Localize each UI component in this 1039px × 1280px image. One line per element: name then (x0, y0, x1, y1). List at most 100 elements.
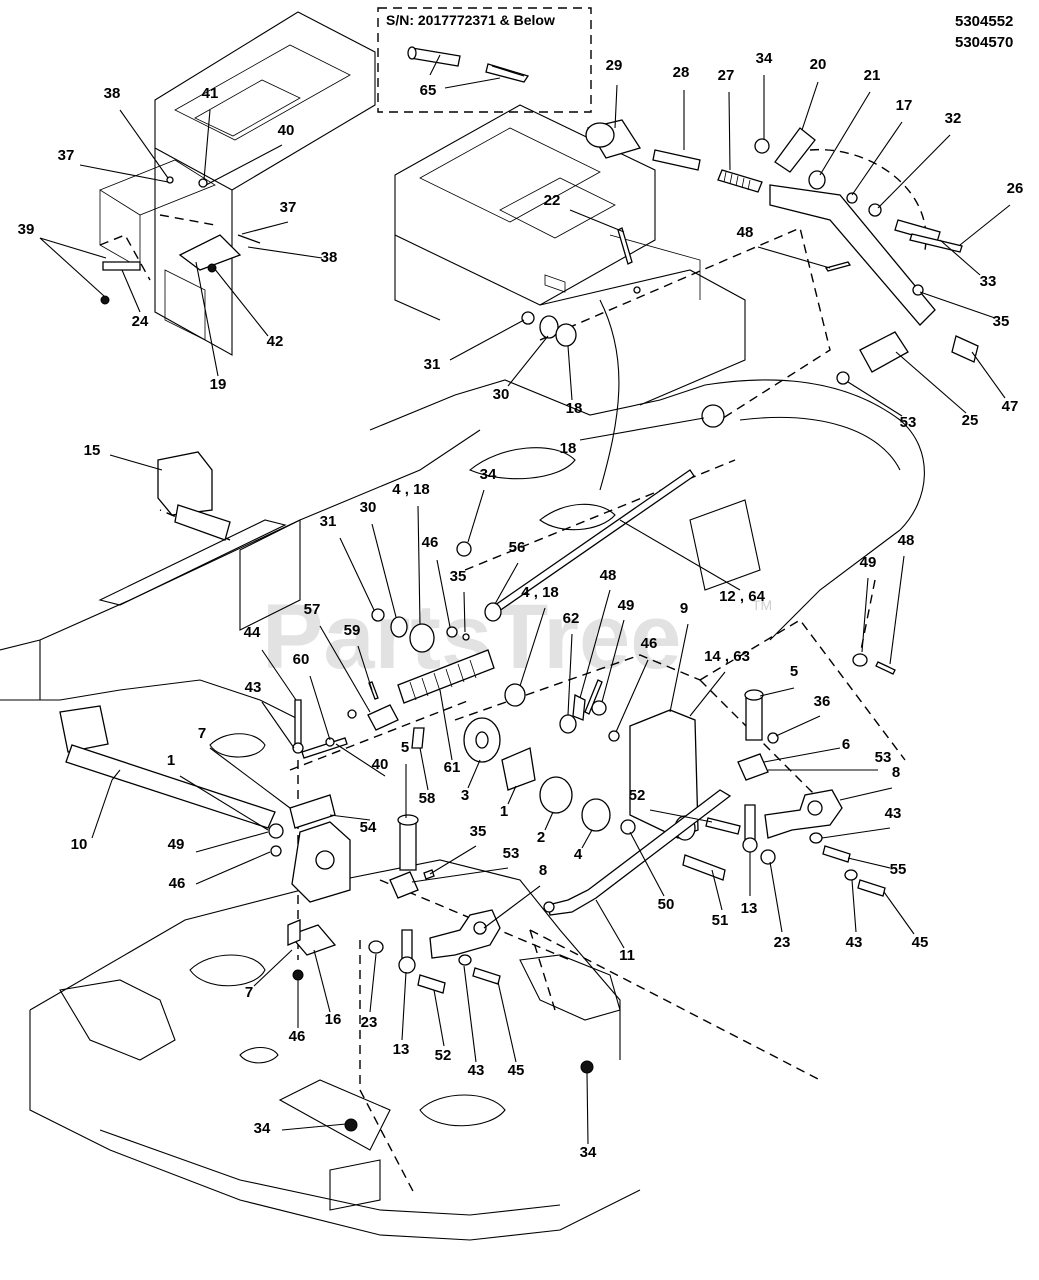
callout-c38a: 38 (104, 85, 121, 102)
callout-c33: 33 (980, 273, 997, 290)
watermark-tm: TM (752, 597, 772, 613)
parts (59, 119, 979, 1132)
callout-c42: 42 (267, 333, 284, 350)
callout-c48c: 48 (600, 567, 617, 584)
callout-c35c: 35 (470, 823, 487, 840)
callout-c54: 54 (360, 819, 377, 836)
callout-c19: 19 (210, 376, 227, 393)
callout-c59: 59 (344, 622, 361, 639)
callout-c43b: 43 (885, 805, 902, 822)
callout-c34b: 34 (480, 466, 497, 483)
callout-c43c: 43 (846, 934, 863, 951)
callout-c35a: 35 (993, 313, 1010, 330)
callout-c31a: 31 (424, 356, 441, 373)
callout-c47: 47 (1002, 398, 1019, 415)
callout-c18a: 18 (566, 400, 583, 417)
callout-c29: 29 (606, 57, 623, 74)
callout-c57: 57 (304, 601, 321, 618)
callout-c58: 58 (419, 790, 436, 807)
callout-c52b: 52 (435, 1047, 452, 1064)
callout-c48b: 48 (898, 532, 915, 549)
deck-frame (0, 379, 925, 758)
callout-c37b: 37 (280, 199, 297, 216)
callout-c23b: 23 (361, 1014, 378, 1031)
callout-c31b: 31 (320, 513, 337, 530)
callout-c5a: 5 (790, 663, 798, 680)
callout-c40a: 40 (278, 122, 295, 139)
callout-c43a: 43 (245, 679, 262, 696)
callout-c25: 25 (962, 412, 979, 429)
callout-c28: 28 (673, 64, 690, 81)
callout-c53c: 53 (503, 845, 520, 862)
callout-c38b: 38 (321, 249, 338, 266)
serial-note: S/N: 2017772371 & Below (386, 12, 555, 28)
callout-c46d: 46 (289, 1028, 306, 1045)
callout-c45a: 45 (912, 934, 929, 951)
callout-c46b: 46 (641, 635, 658, 652)
callout-c48a: 48 (737, 224, 754, 241)
callout-c20: 20 (810, 56, 827, 73)
callout-c4-18b: 4 , 18 (521, 584, 559, 601)
callout-c40b: 40 (372, 756, 389, 773)
callout-c12-64: 12 , 64 (719, 588, 766, 605)
callout-c13a: 13 (741, 900, 758, 917)
callout-c13b: 13 (393, 1041, 410, 1058)
callout-c50: 50 (658, 896, 675, 913)
callout-c34d: 34 (580, 1144, 597, 1161)
callout-c18b: 18 (560, 440, 577, 457)
callout-c14-63: 14 , 63 (704, 648, 750, 665)
callout-c49a: 49 (860, 554, 877, 571)
upper-left-console (99, 11, 376, 356)
callout-c21: 21 (864, 67, 881, 84)
callout-c53b: 53 (875, 749, 892, 766)
serial-inset: S/N: 2017772371 & Below (377, 7, 592, 113)
callout-c62: 62 (563, 610, 580, 627)
callout-c60: 60 (293, 651, 310, 668)
callout-c45b: 45 (508, 1062, 525, 1079)
callout-c4: 4 (574, 846, 583, 863)
callout-c9: 9 (680, 600, 688, 617)
doc-number-1: 5304552 (955, 13, 1013, 30)
leader-lines (39, 54, 1011, 1145)
callout-c23a: 23 (774, 934, 791, 951)
callout-c10: 10 (71, 836, 88, 853)
callout-c4-18a: 4 , 18 (392, 481, 430, 498)
callout-c17: 17 (896, 97, 913, 114)
callout-c34a: 34 (756, 50, 773, 67)
mower-deck (29, 859, 641, 1241)
callout-c1a: 1 (500, 803, 508, 820)
callout-c35b: 35 (450, 568, 467, 585)
callout-c41: 41 (202, 85, 219, 102)
inset-pin (407, 46, 530, 83)
upper-mid-console (369, 104, 746, 491)
callout-c7a: 7 (198, 725, 206, 742)
callout-c3: 3 (461, 787, 469, 804)
callout-c16: 16 (325, 1011, 342, 1028)
callout-c61: 61 (444, 759, 461, 776)
callout-c39: 39 (18, 221, 35, 238)
callout-c65: 65 (420, 82, 437, 99)
callout-c24: 24 (132, 313, 149, 330)
callout-c15: 15 (84, 442, 101, 459)
callout-c55: 55 (890, 861, 907, 878)
callout-c34c: 34 (254, 1120, 271, 1137)
callout-c36: 36 (814, 693, 831, 710)
callout-c8b: 8 (539, 862, 547, 879)
callout-c1b: 1 (167, 752, 175, 769)
callout-c22: 22 (544, 192, 561, 209)
callout-c46c: 46 (169, 875, 186, 892)
callout-c46a: 46 (422, 534, 439, 551)
callout-c2: 2 (537, 829, 545, 846)
callout-c52a: 52 (629, 787, 646, 804)
callout-c43d: 43 (468, 1062, 485, 1079)
callout-c27: 27 (718, 67, 735, 84)
callout-c30b: 30 (360, 499, 377, 516)
callout-c44: 44 (244, 624, 261, 641)
callout-c30a: 30 (493, 386, 510, 403)
callout-c26: 26 (1007, 180, 1024, 197)
callout-c49c: 49 (168, 836, 185, 853)
callout-c11: 11 (619, 947, 635, 964)
callout-c6: 6 (842, 736, 850, 753)
